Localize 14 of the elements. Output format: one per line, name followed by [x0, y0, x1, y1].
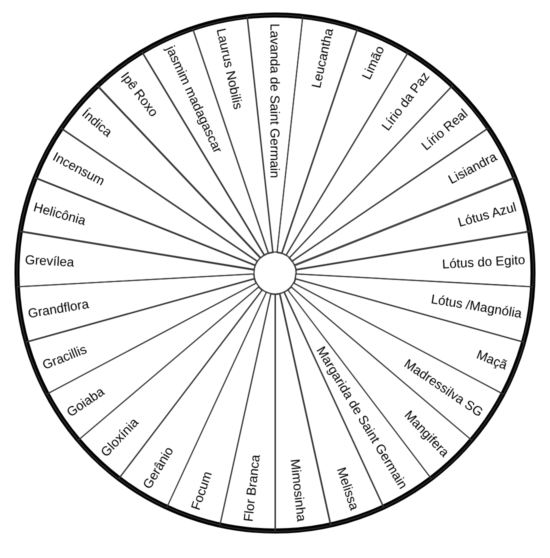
sector-label: Lótus /Magnólia [430, 291, 523, 321]
sector-label: Gracillis [40, 341, 88, 372]
sector-label: Maçã [474, 346, 510, 372]
sector-label: Mimosinha [288, 458, 310, 522]
sector-label: Flor Branca [240, 454, 263, 522]
sector-label: Grevílea [24, 252, 75, 270]
sector-label: Melissa [334, 466, 362, 512]
sector-label: Focum [188, 470, 215, 512]
sector-label: Leucantha [308, 27, 336, 90]
sector-label: Lótus Azul [456, 198, 518, 230]
sector-label: Lavanda de Saint Germain [267, 23, 282, 178]
sector-label: Grandflora [27, 296, 90, 321]
sector-label: Laurus Nobilis [214, 27, 246, 111]
sector-label: Lótus do Egito [441, 252, 526, 272]
